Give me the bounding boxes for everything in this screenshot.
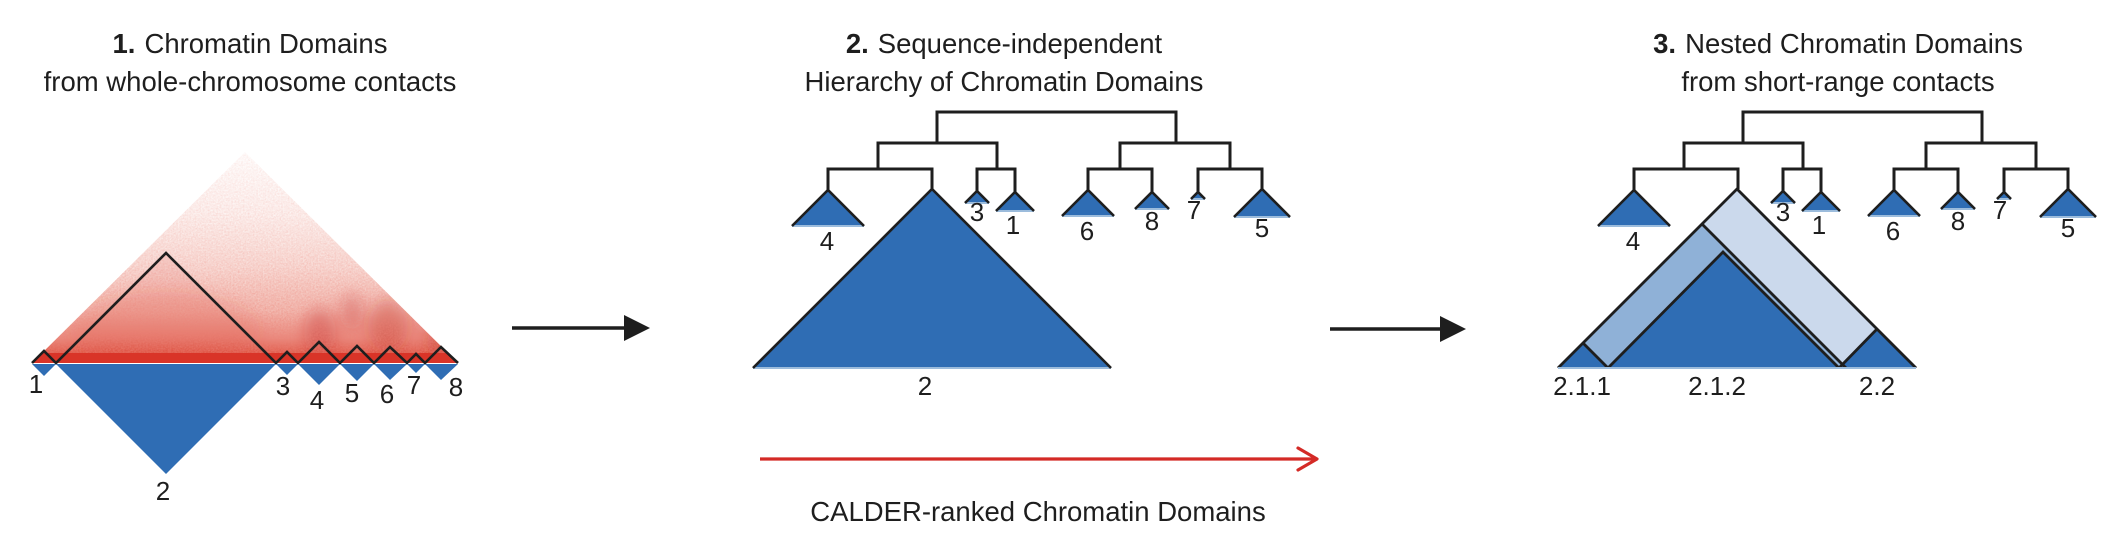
leaf-triangle-1 [996, 192, 1034, 211]
domain-triangle-1 [32, 364, 56, 376]
panel-3-nested-domains: 3. Nested Chromatin Domains from short-ra… [1553, 28, 2097, 401]
heatmap-diagonal-band [32, 353, 458, 363]
domain-boundary-outline [31, 251, 459, 365]
leaf-label-1: 1 [1006, 210, 1020, 240]
domain-label-7: 7 [407, 370, 421, 400]
domain-label-1: 1 [29, 369, 43, 399]
calder-arrow-head-icon [1296, 446, 1319, 472]
leaf-label-3: 3 [970, 197, 984, 227]
leaf-label-4: 4 [820, 226, 834, 256]
leaf-label-7: 7 [1993, 195, 2007, 225]
arrow-head-icon [624, 315, 650, 341]
panel1-title-number: 1. [113, 28, 136, 59]
domain-triangle-5 [340, 364, 374, 381]
leaf-triangle-6 [1868, 190, 1920, 216]
nested-domain-2-1-1 [1558, 343, 1608, 368]
domain-label-2: 2 [156, 476, 170, 506]
domain-triangle-8 [425, 364, 458, 380]
panel3-title-line2: from short-range contacts [1681, 66, 1994, 97]
panel2-title-line1: 2. Sequence-independent [846, 28, 1163, 59]
dendrogram-panel2 [826, 110, 1264, 192]
panel1-title-text: Chromatin Domains [144, 28, 387, 59]
domain-triangle-2 [56, 364, 276, 474]
leaf-label-4: 4 [1626, 226, 1640, 256]
leaf-triangle-8 [1941, 192, 1975, 209]
arrow-panel1-to-panel2 [512, 315, 650, 341]
nested-label-2-1-2: 2.1.2 [1688, 371, 1746, 401]
leaf-triangle-3 [1771, 191, 1795, 203]
nested-label-2-1-1: 2.1.1 [1553, 371, 1611, 401]
leaf-triangle-outlines-p2 [752, 187, 1291, 369]
panel2-title-number: 2. [846, 28, 869, 59]
leaf-label-5: 5 [2061, 213, 2075, 243]
leaf-triangle-6 [1062, 190, 1114, 216]
leaf-triangle-5 [1234, 189, 1290, 217]
nested-domain-outlines [1557, 187, 1917, 369]
nested-label-2-2: 2.2 [1859, 371, 1895, 401]
leaf-label-6: 6 [1080, 216, 1094, 246]
domain-label-5: 5 [345, 378, 359, 408]
nested-domain-2-1-2 [1608, 252, 1839, 368]
leaf-label-6: 6 [1886, 216, 1900, 246]
leaf-triangle-4 [792, 190, 864, 226]
leaf-label-8: 8 [1951, 206, 1965, 236]
leaf-triangle-2 [753, 189, 1111, 368]
arrow-panel2-to-panel3 [1330, 316, 1466, 342]
leaf-label-3: 3 [1776, 197, 1790, 227]
leaf-label-7: 7 [1187, 195, 1201, 225]
arrow-head-icon [1440, 316, 1466, 342]
leaf-label-1: 1 [1812, 210, 1826, 240]
nested-domain-2-2 [1839, 329, 1916, 368]
leaf-label-5: 5 [1255, 213, 1269, 243]
domain-triangle-7 [407, 364, 425, 373]
panel3-title-text: Nested Chromatin Domains [1685, 28, 2023, 59]
panel-2-hierarchy: 2. Sequence-independent Hierarchy of Chro… [752, 28, 1291, 401]
leaf-triangle-1 [1802, 192, 1840, 211]
hic-contact-heatmap [32, 152, 458, 363]
panel3-title-number: 3. [1653, 28, 1676, 59]
leaf-triangle-outlines-p3 [1597, 187, 2097, 227]
calder-arrow: CALDER-ranked Chromatin Domains [760, 446, 1319, 527]
domain-triangle-4 [298, 364, 340, 385]
leaf-triangle-base-stripes-p3 [1558, 198, 2096, 369]
domain-label-8: 8 [449, 372, 463, 402]
leaf-triangle-8 [1135, 192, 1169, 209]
panel2-title-line2: Hierarchy of Chromatin Domains [805, 66, 1204, 97]
domain-label-4: 4 [310, 385, 324, 415]
panel-1-chromatin-domains: 1. Chromatin Domains from whole-chromosom… [29, 28, 463, 506]
domain-triangle-6 [374, 364, 407, 380]
domain-label-6: 6 [380, 379, 394, 409]
leaf-label-8: 8 [1145, 206, 1159, 236]
leaf-triangle-4 [1598, 190, 1670, 226]
panel1-title-line1: 1. Chromatin Domains [113, 28, 388, 59]
leaf-triangle-base-stripes-p2 [753, 198, 1290, 369]
dendrogram-panel3 [1632, 110, 2070, 192]
domain-triangle-3 [276, 364, 298, 375]
panel1-title-line2: from whole-chromosome contacts [44, 66, 457, 97]
leaf-triangle-3 [965, 191, 989, 203]
panel2-title-text: Sequence-independent [878, 28, 1163, 59]
calder-caption: CALDER-ranked Chromatin Domains [810, 496, 1265, 527]
leaf-triangle-5 [2040, 189, 2096, 217]
panel3-title-line1: 3. Nested Chromatin Domains [1653, 28, 2023, 59]
domain-label-3: 3 [276, 371, 290, 401]
leaf-label-2: 2 [918, 371, 932, 401]
